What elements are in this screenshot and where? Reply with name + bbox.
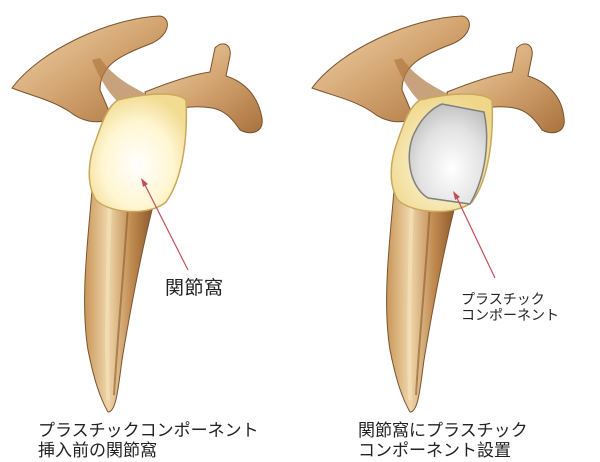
caption-after: 関節窩にプラスチック コンポーネント設置 [358,421,528,461]
caption-after-line-1: 関節窩にプラスチック [358,421,528,441]
component-callout-label: プラスチック コンポーネント [461,292,559,324]
glenoid-fossa [88,93,188,213]
component-pointer-arrowhead [453,191,460,200]
coracoid-process [446,43,565,134]
acromion [11,15,168,123]
caption-before: プラスチックコンポーネント 挿入前の関節窩 [38,421,259,461]
scapula-illustration-before [11,15,263,413]
scapula-body [84,189,153,413]
scapula-body [386,189,455,413]
coracoid-process [144,43,263,134]
glenoid-callout-label: 関節窩 [165,277,224,299]
acromion [311,15,470,123]
component-callout-line-2: コンポーネント [461,308,559,325]
caption-before-line-1: プラスチックコンポーネント [38,421,259,441]
caption-after-line-2: コンポーネント設置 [358,441,511,461]
glenoid-pointer-arrowhead [141,178,148,187]
component-pointer-line [455,195,496,279]
panel-before-insertion: 関節窩 プラスチックコンポーネント 挿入前の関節窩 [11,15,263,461]
component-callout-line-1: プラスチック [461,292,545,308]
caption-before-line-2: 挿入前の関節窩 [38,441,157,461]
glenoid-pointer-line [143,182,189,271]
scapula-illustration-after [311,15,565,413]
panel-component-installed: プラスチック コンポーネント 関節窩にプラスチック コンポーネント設置 [300,0,600,462]
plastic-component [408,103,488,205]
